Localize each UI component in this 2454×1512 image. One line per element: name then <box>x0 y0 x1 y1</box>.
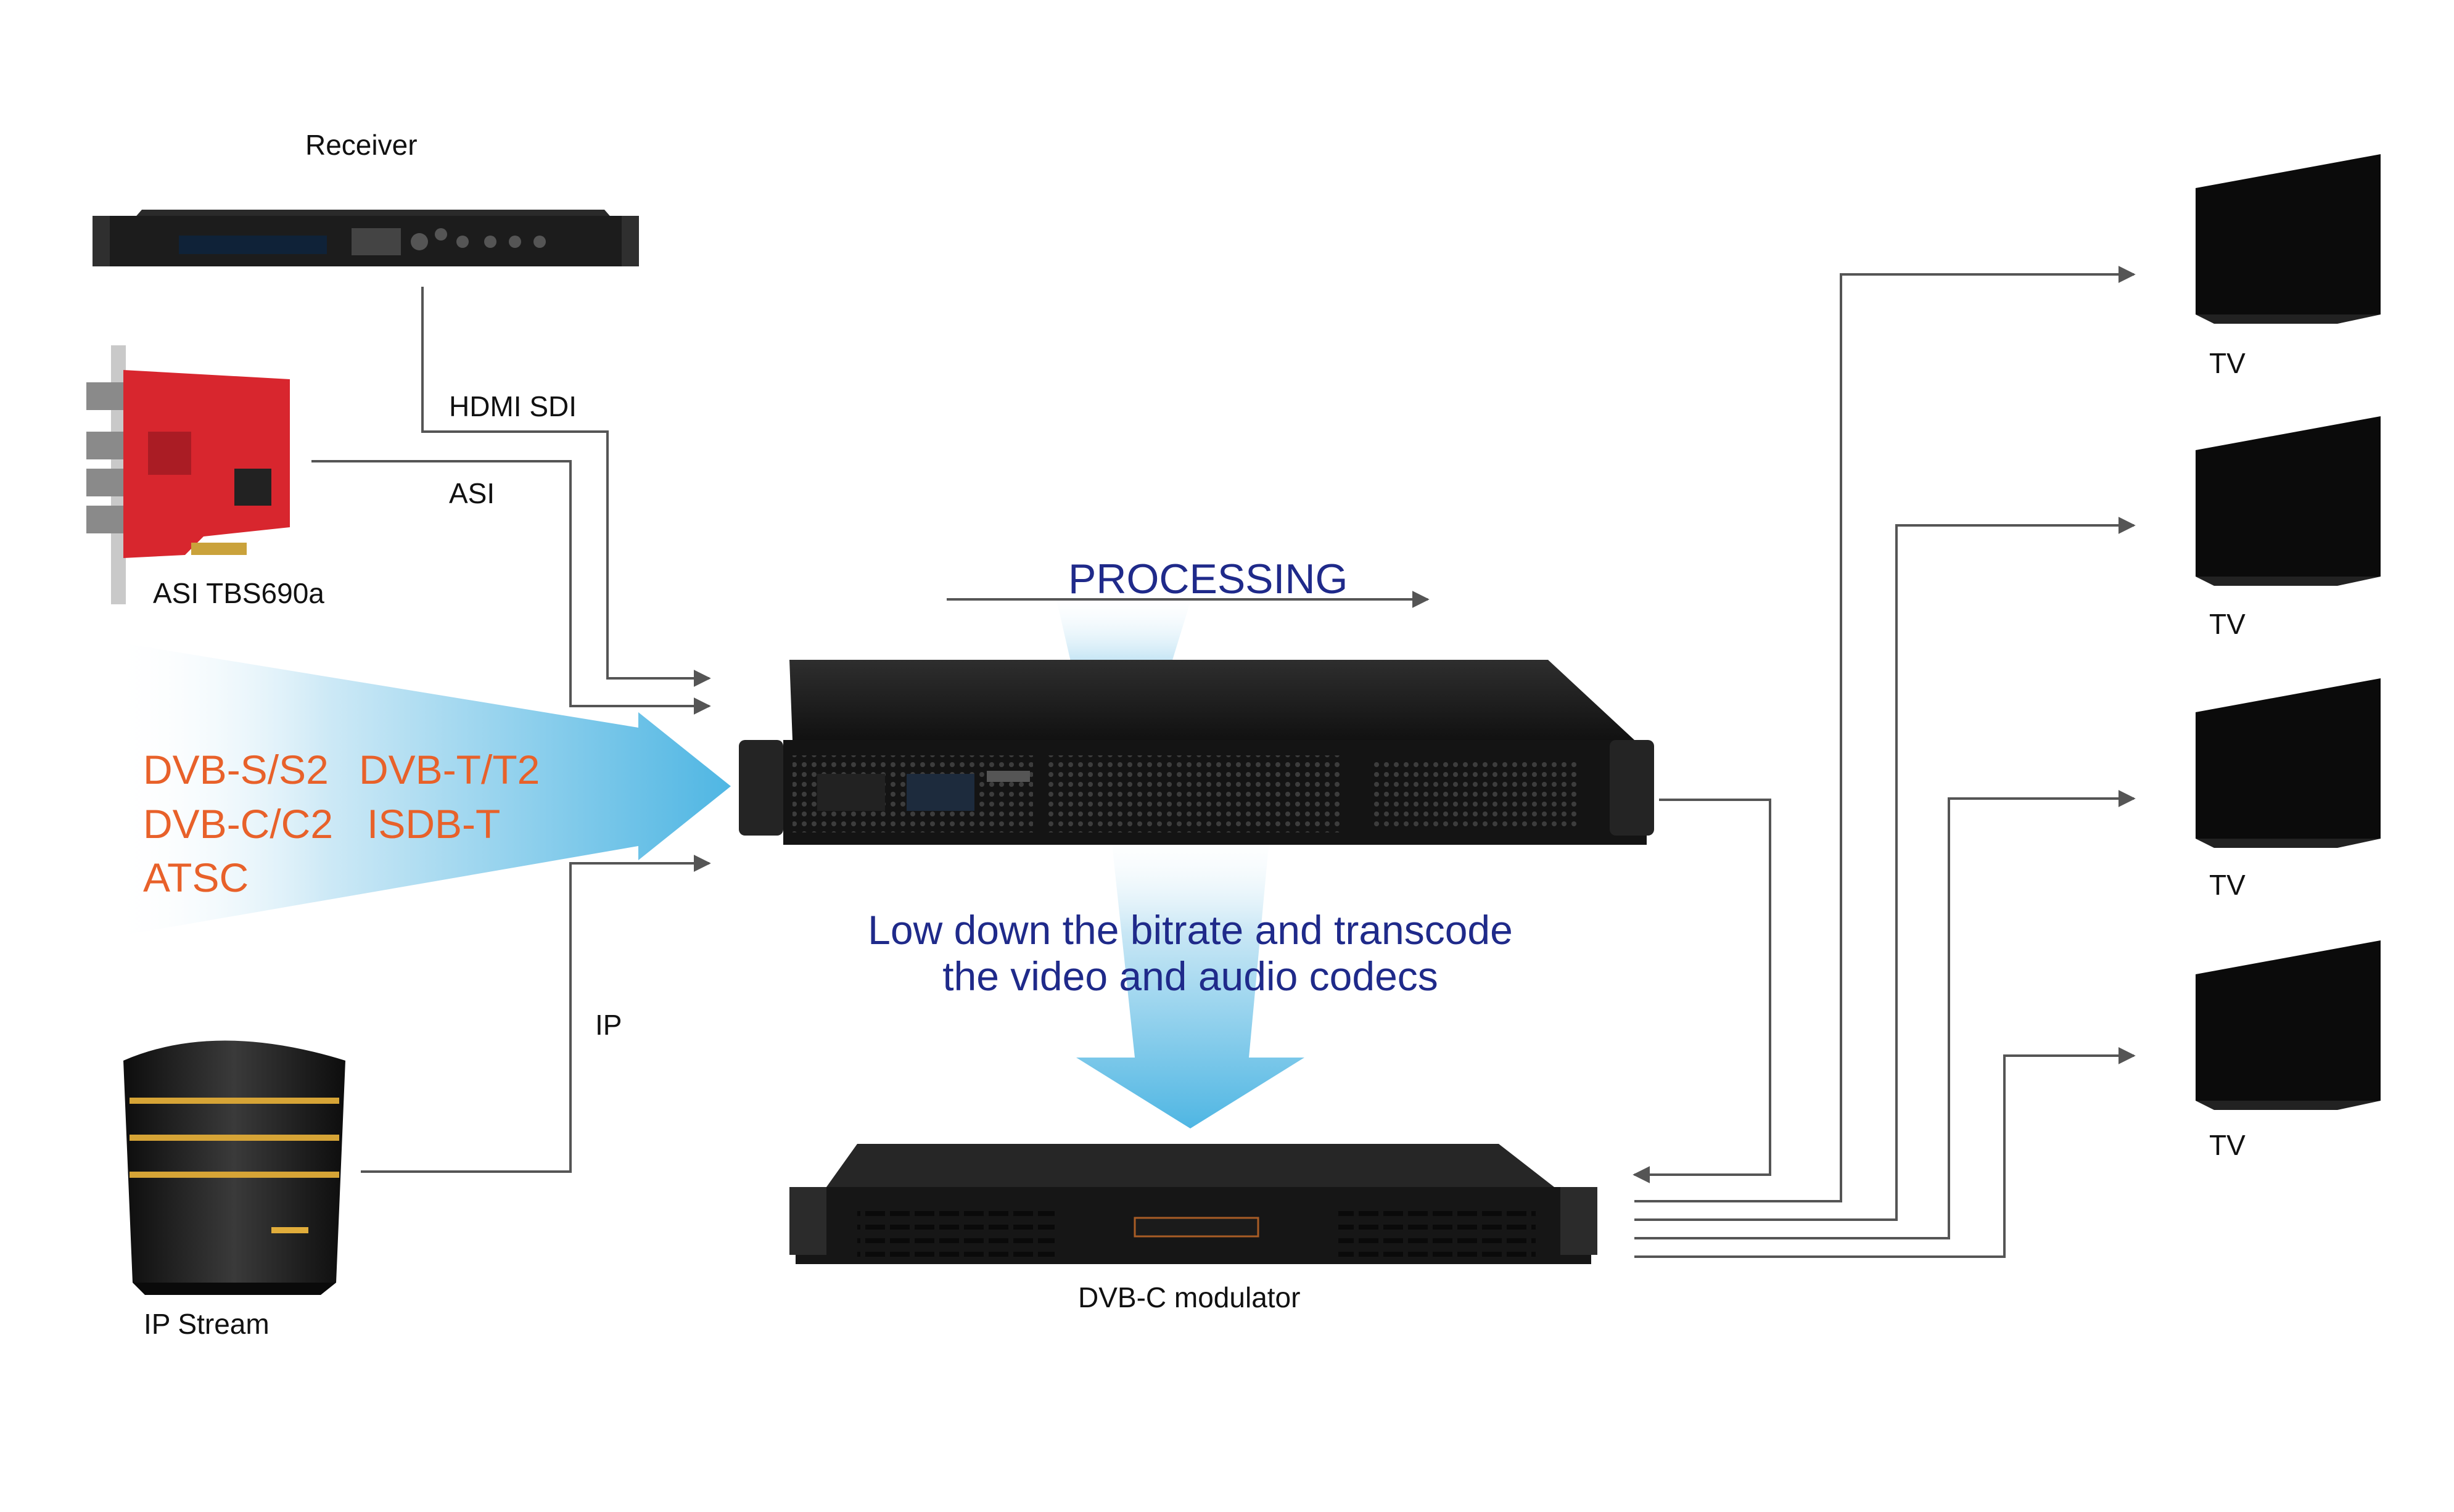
tv-label-3: TV <box>2209 869 2246 901</box>
standard-dvb-c-c2: DVB-C/C2 <box>143 801 334 847</box>
receiver-device <box>93 210 639 266</box>
output-line-tv1 <box>1634 266 2136 1202</box>
tv-2 <box>2196 416 2381 586</box>
standard-isdb-t: ISDB-T <box>367 801 501 847</box>
receiver-label: Receiver <box>305 129 418 161</box>
standard-dvb-t-t2: DVB-T/T2 <box>359 747 540 792</box>
ip-stream-label: IP Stream <box>144 1308 270 1340</box>
modulator-device <box>789 1144 1597 1264</box>
asi-card-device <box>86 345 290 604</box>
asi-label: ASI <box>449 477 495 509</box>
processing-title: PROCESSING <box>1068 556 1348 602</box>
ip-label: IP <box>595 1009 622 1041</box>
processor-device <box>739 660 1654 845</box>
ip-stream-server <box>123 1040 345 1295</box>
output-line-tv2 <box>1634 517 2136 1221</box>
tv-3 <box>2196 678 2381 848</box>
processor-to-modulator-line <box>1633 799 1771 1183</box>
tv-4 <box>2196 940 2381 1110</box>
input-signal-arrow <box>111 641 731 937</box>
asi-card-label: ASI TBS690a <box>153 577 324 609</box>
standard-atsc: ATSC <box>143 855 249 900</box>
asi-line <box>311 460 711 715</box>
hdmi-sdi-line <box>421 287 711 687</box>
tv-screens <box>2196 154 2381 1110</box>
tv-label-1: TV <box>2209 347 2246 379</box>
tv-label-2: TV <box>2209 608 2246 640</box>
hdmi-sdi-label: HDMI SDI <box>449 390 577 422</box>
processing-description-line2: the video and audio codecs <box>942 953 1438 999</box>
modulator-label: DVB-C modulator <box>1078 1281 1301 1313</box>
standard-dvb-s-s2: DVB-S/S2 <box>143 747 329 792</box>
processing-description-line1: Low down the bitrate and transcode <box>868 907 1513 953</box>
output-line-tv3 <box>1634 790 2136 1239</box>
output-line-tv4 <box>1634 1047 2136 1258</box>
tv-label-4: TV <box>2209 1129 2246 1161</box>
processing-beam-up <box>1055 592 1193 672</box>
ip-line <box>361 855 711 1173</box>
processing-down-arrow <box>1076 826 1304 1128</box>
tv-1 <box>2196 154 2381 324</box>
